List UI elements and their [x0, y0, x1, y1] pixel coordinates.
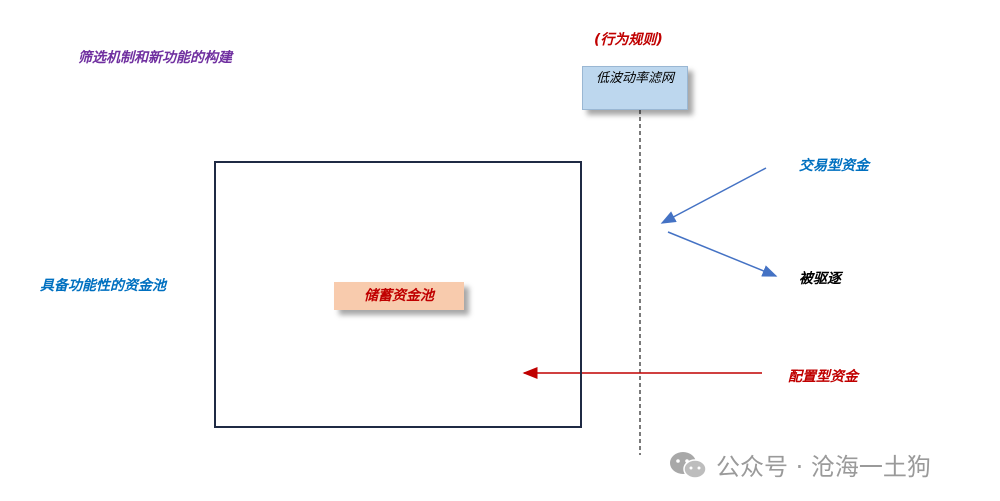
pool-frame [214, 161, 582, 428]
storage-pool-box: 储蓄资金池 [334, 282, 464, 310]
filter-label: 低波动率滤网 [595, 71, 674, 86]
expelled-label: 被驱逐 [799, 271, 841, 287]
diagram-title: 筛选机制和新功能的构建 [78, 50, 232, 66]
expelled-arrow [667, 231, 778, 277]
storage-pool-label: 储蓄资金池 [364, 288, 434, 304]
rule-label: (行为规则) [594, 32, 663, 48]
watermark-text: 公众号 · 沧海一土狗 [716, 453, 931, 481]
watermark: 公众号 · 沧海一土狗 [668, 447, 931, 482]
functional-pool-label: 具备功能性的资金池 [40, 278, 166, 294]
trade-capital-label: 交易型资金 [799, 158, 869, 174]
wechat-icon [670, 451, 707, 479]
low-volatility-filter-box: 低波动率滤网 [582, 66, 688, 110]
trade-capital-arrow [660, 167, 767, 224]
alloc-capital-label: 配置型资金 [788, 369, 858, 385]
